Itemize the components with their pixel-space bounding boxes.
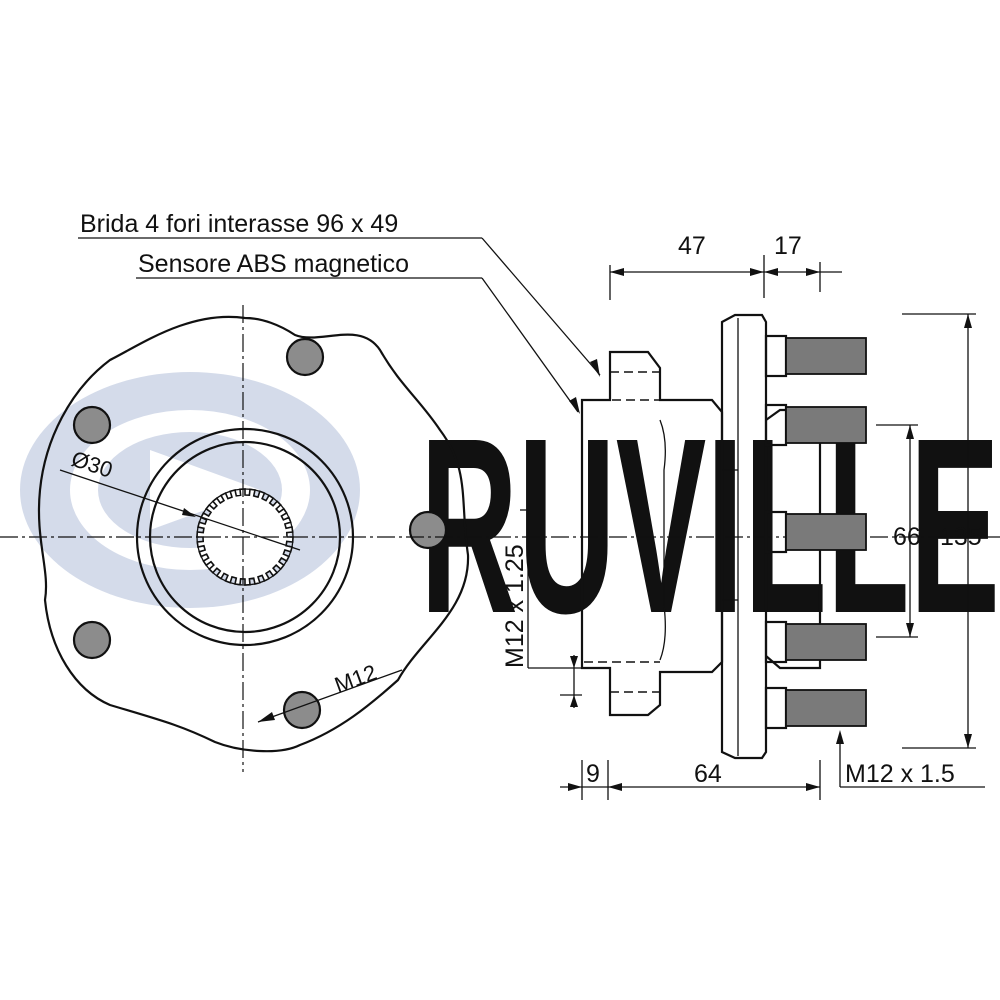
front-view: Ø30 M12: [0, 305, 1000, 772]
bolt-hole-bottom: [282, 690, 322, 730]
dim-17-label: 17: [774, 232, 802, 260]
flange-callout-text: Brida 4 fori interasse 96 x 49: [80, 210, 398, 238]
stud-thread-5: [785, 689, 867, 727]
dim-47-arrow-left: [610, 268, 624, 276]
side-thread-label: M12 x 1.25: [501, 544, 529, 668]
bore-diameter-leader: [59, 469, 301, 551]
stud-thread-4: [785, 623, 867, 661]
dim-66-arrow-bottom: [906, 623, 914, 637]
dim-9-label: 9: [586, 760, 600, 788]
flange-outline: [37, 315, 470, 753]
bolt-hole-right: [408, 510, 448, 550]
callout-labels: Brida 4 fori interasse 96 x 49 Sensore A…: [78, 210, 601, 414]
side-thread-arrow-top: [570, 656, 578, 668]
flange-plate: [720, 313, 768, 760]
ruville-watermark: RUVILLE: [20, 372, 1000, 665]
ruville-wordmark: RUVILLE: [420, 386, 1000, 665]
dimension-lines: 47 17 9 64 M12 x 1.25 M12 x 1.5 66: [501, 232, 985, 800]
dim-64-arrow-right: [806, 783, 820, 791]
side-view: [580, 313, 867, 760]
dim-17-arrow-left: [764, 268, 778, 276]
stud-head-5: [764, 686, 788, 730]
dim-47-label: 47: [678, 232, 706, 260]
bolt-thread-label: M12: [331, 660, 380, 698]
flange-callout-leader: [481, 237, 601, 376]
stud-head-1: [764, 334, 788, 378]
bolt-hole-lower-left: [72, 620, 112, 660]
dim-9-arrow-left: [568, 783, 582, 791]
dim-64-label: 64: [694, 760, 722, 788]
hub-inner-curve: [659, 419, 666, 661]
dim-66-label: 66: [893, 523, 921, 551]
bolt-hole-top: [285, 337, 325, 377]
stud-thread-arrow: [836, 730, 844, 744]
bolt-thread-leader: [257, 669, 403, 723]
sensor-callout-text: Sensore ABS magnetico: [138, 250, 409, 278]
stud-thread-3: [785, 513, 867, 551]
ruville-logo-emblem: [20, 372, 360, 608]
stud-thread-1: [785, 337, 867, 375]
sensor-callout-arrow: [569, 397, 580, 414]
side-thread-arrow-bottom: [570, 695, 578, 707]
dim-135-label: 135: [940, 523, 982, 551]
bolt-hole-upper-left: [72, 405, 112, 445]
dim-47-arrow-right: [750, 268, 764, 276]
stud-thread-2: [785, 406, 867, 444]
dim-135-arrow-top: [964, 314, 972, 328]
dim-66-arrow-top: [906, 425, 914, 439]
dim-17-arrow-right: [806, 268, 820, 276]
sensor-callout-leader: [481, 277, 579, 413]
bolt-thread-arrow-head: [258, 712, 275, 722]
stud-thread-label: M12 x 1.5: [845, 760, 955, 788]
flange-callout-arrow: [590, 359, 600, 377]
dim-9-arrow-right: [608, 783, 622, 791]
wheel-studs: [764, 334, 867, 730]
bore-arrow-head: [182, 508, 196, 517]
dim-135-arrow-bottom: [964, 734, 972, 748]
